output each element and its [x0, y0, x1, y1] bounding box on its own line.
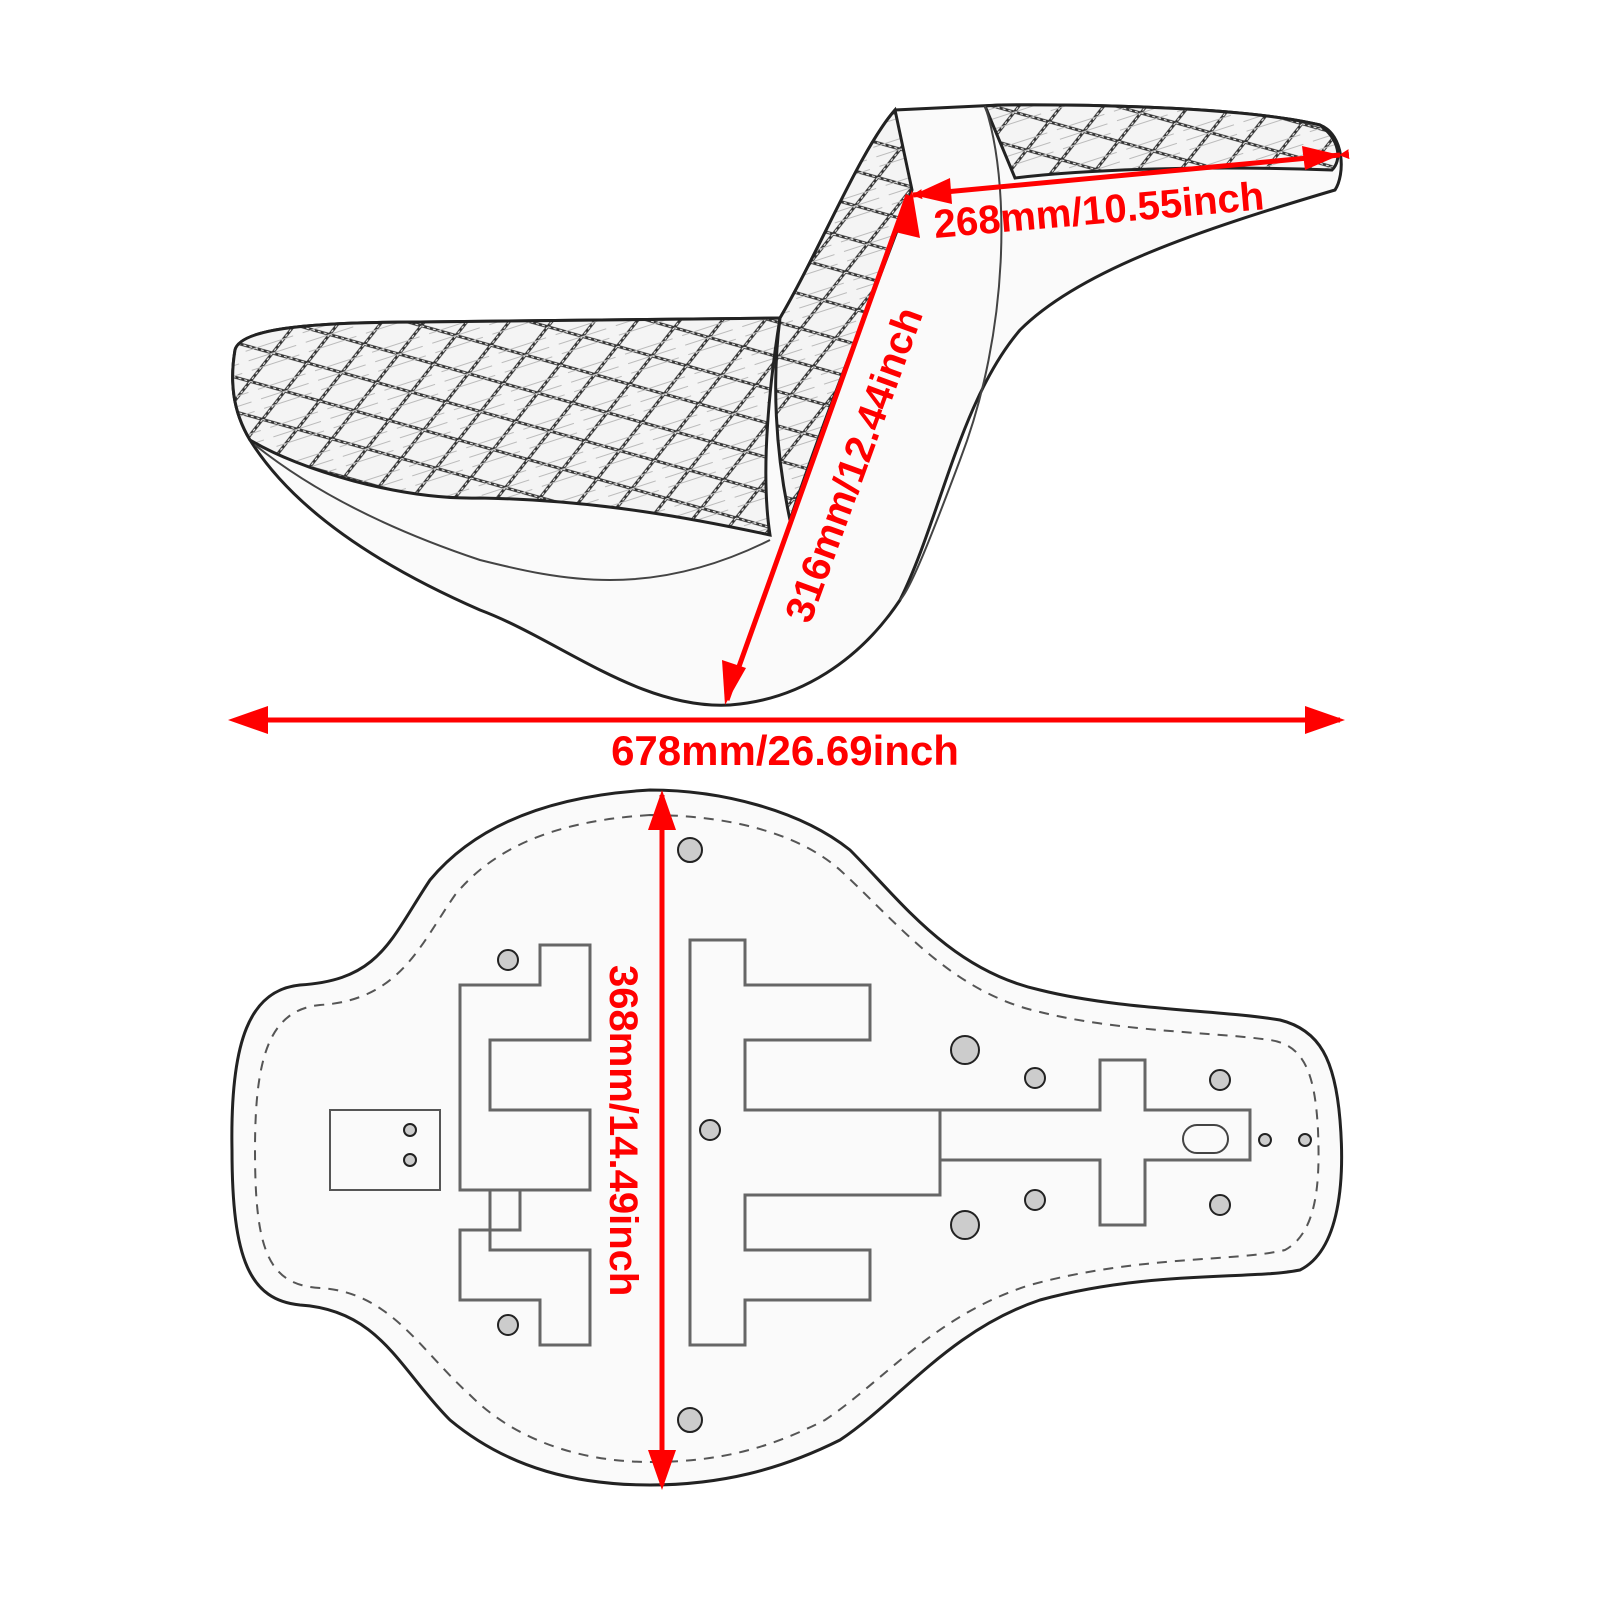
- arrow-head-icon: [648, 790, 676, 830]
- seat-base-outline: [230, 788, 1344, 1487]
- frame-rail-right: [940, 1058, 1252, 1227]
- dimension-label-overall-width: 368mm/14.49inch: [601, 965, 645, 1296]
- arrow-head-icon: [228, 706, 268, 734]
- stitch-line: [253, 813, 1320, 1464]
- arrow-head-icon: [722, 660, 746, 705]
- dimension-overall-length: 678mm/26.69inch: [228, 706, 1345, 774]
- arrow-head-icon: [1305, 706, 1345, 734]
- latch-plate: [329, 1109, 441, 1191]
- arrow-head-icon: [895, 190, 920, 238]
- dimension-label-overall-length: 678mm/26.69inch: [611, 727, 959, 774]
- side-view-seat: [231, 103, 1343, 707]
- frame-rail-left: [458, 943, 592, 1347]
- frame-rail-center: [688, 938, 942, 1347]
- welt-line: [254, 444, 771, 581]
- arrow-head-icon: [1302, 146, 1340, 170]
- arrow-head-icon: [913, 178, 952, 204]
- bottom-view-seat-base: [230, 788, 1344, 1487]
- front-seat-quilt: [231, 316, 782, 537]
- latch-slot: [1182, 1124, 1229, 1154]
- passenger-seat-quilt: [982, 103, 1340, 180]
- mounting-studs: [403, 837, 1312, 1433]
- dimension-overall-width: 368mm/14.49inch: [601, 790, 676, 1490]
- arrow-head-icon: [648, 1450, 676, 1490]
